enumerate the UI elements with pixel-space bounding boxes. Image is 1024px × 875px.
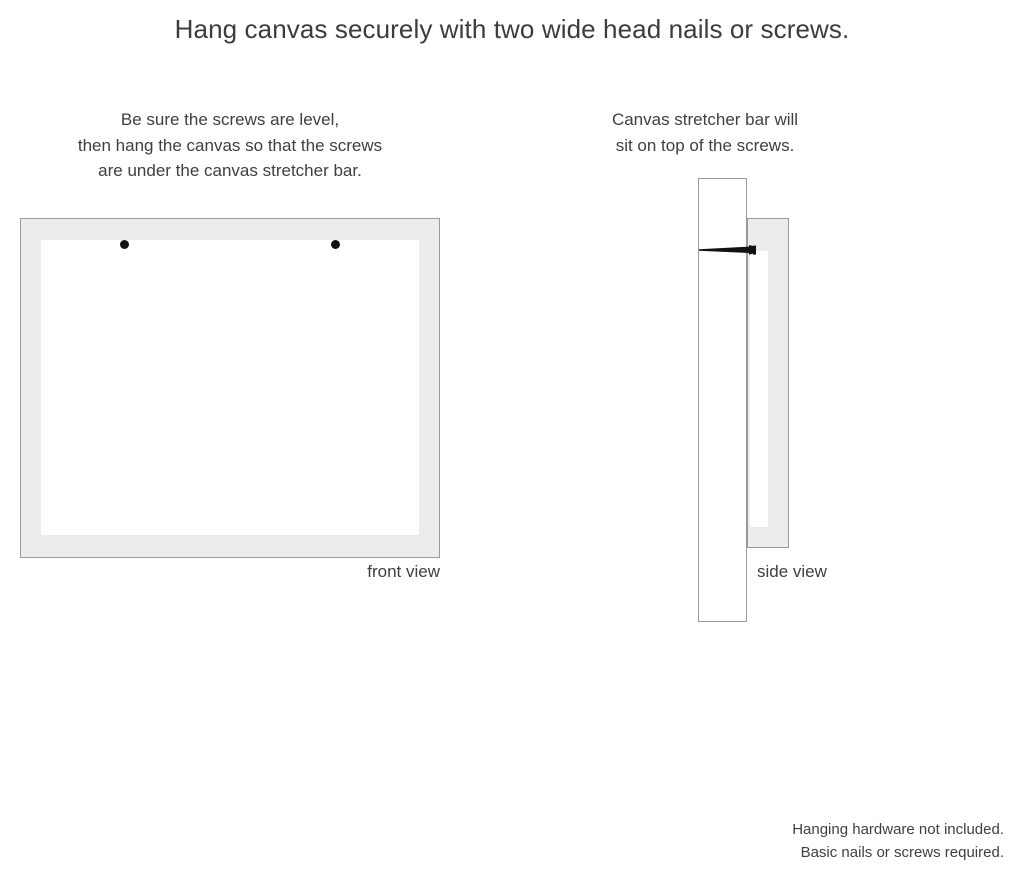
front-view-caption-line-1: Be sure the screws are level, bbox=[120, 110, 340, 129]
canvas-face-front bbox=[41, 240, 419, 535]
front-view-label: front view bbox=[367, 562, 440, 581]
page-title: Hang canvas securely with two wide head … bbox=[174, 14, 850, 44]
side-view-diagram bbox=[690, 170, 850, 640]
canvas-face-side bbox=[750, 251, 768, 527]
side-view-caption: Canvas stretcher bar will sit on top of … bbox=[565, 107, 845, 158]
side-view-caption-line-1: Canvas stretcher bar will bbox=[611, 110, 799, 129]
front-view-caption-line-2: then hang the canvas so that the screws bbox=[77, 135, 383, 155]
front-view-caption-line-3: are under the canvas stretcher bar. bbox=[98, 161, 362, 180]
footer-line-2: Basic nails or screws required. bbox=[800, 844, 1004, 861]
screw-head-right-icon bbox=[331, 240, 340, 249]
footer-note: Hanging hardware not included. Basic nai… bbox=[624, 818, 1004, 864]
side-view-caption-line-2: sit on top of the screws. bbox=[615, 135, 795, 155]
nail-icon bbox=[699, 245, 756, 255]
footer-line-1: Hanging hardware not included. bbox=[792, 821, 1004, 838]
side-view-label: side view bbox=[757, 562, 827, 581]
screw-head-left-icon bbox=[120, 240, 129, 249]
canvas-stretcher-bar-side bbox=[747, 218, 789, 548]
front-view-diagram bbox=[20, 218, 440, 558]
front-view-caption: Be sure the screws are level, then hang … bbox=[20, 107, 440, 184]
